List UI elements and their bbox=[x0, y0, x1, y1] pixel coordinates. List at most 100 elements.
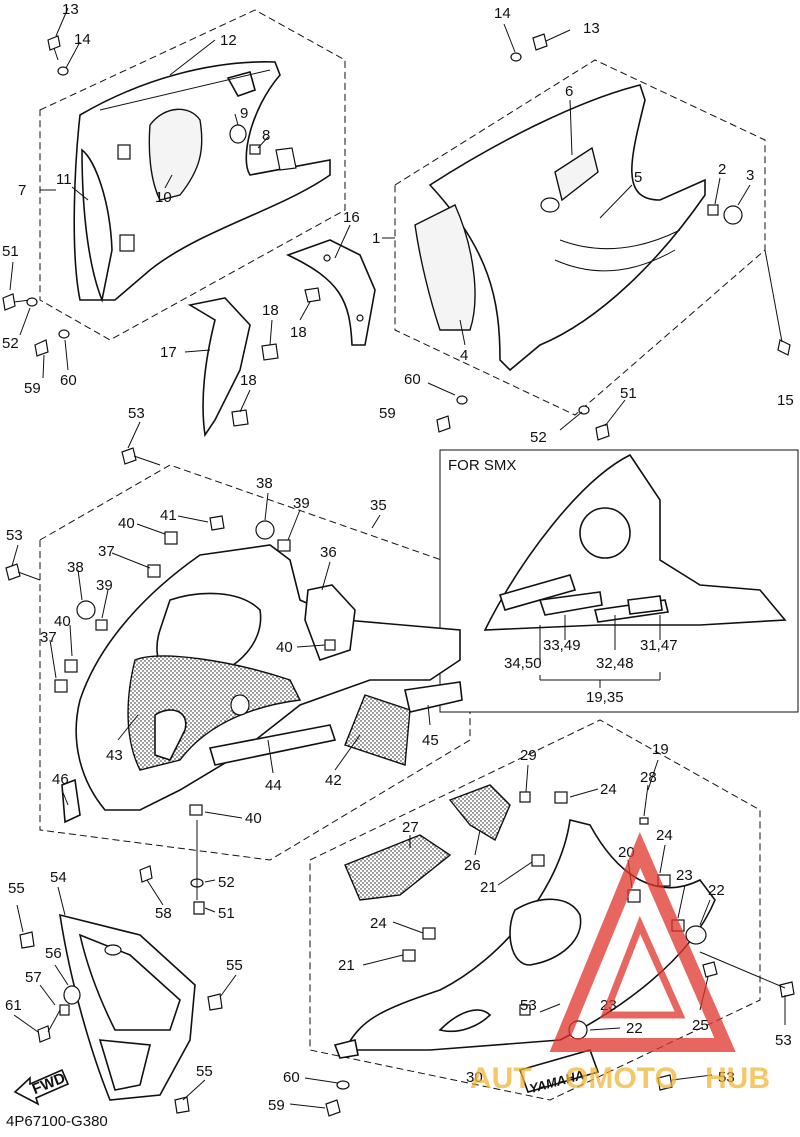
callout-33-49: 33,49 bbox=[543, 637, 581, 654]
callout-32-48: 32,48 bbox=[596, 655, 634, 672]
bolt-13a bbox=[47, 35, 69, 76]
callout-4: 4 bbox=[460, 347, 468, 364]
callout-51: 51 bbox=[218, 905, 235, 922]
hardware-2-3 bbox=[707, 204, 743, 225]
callout-21: 21 bbox=[338, 957, 355, 974]
callout-52: 52 bbox=[530, 429, 547, 446]
inset-title: FOR SMX bbox=[448, 457, 516, 474]
callout-52: 52 bbox=[218, 874, 235, 891]
callout-46: 46 bbox=[52, 771, 69, 788]
callout-13: 13 bbox=[583, 20, 600, 37]
callout-53: 53 bbox=[520, 997, 537, 1014]
diagram-code: 4P67100-G380 bbox=[6, 1113, 108, 1130]
callout-23: 23 bbox=[676, 867, 693, 884]
callout-12: 12 bbox=[220, 32, 237, 49]
assembly-box-lower-cowl bbox=[309, 719, 761, 1101]
callout-1: 1 bbox=[372, 230, 380, 247]
callout-8: 8 bbox=[262, 127, 270, 144]
callout-39: 39 bbox=[96, 577, 113, 594]
callout-35: 35 bbox=[370, 497, 387, 514]
bolt-13b-14b bbox=[510, 29, 571, 62]
callout-7: 7 bbox=[18, 182, 26, 199]
fwd-arrow: FWD bbox=[13, 1068, 70, 1106]
callout-5: 5 bbox=[634, 169, 642, 186]
part-16-bracket bbox=[285, 239, 376, 346]
callout-53: 53 bbox=[6, 527, 23, 544]
callout-17: 17 bbox=[160, 344, 177, 361]
callout-24: 24 bbox=[370, 915, 387, 932]
callout-14: 14 bbox=[74, 31, 91, 48]
callout-9: 9 bbox=[240, 105, 248, 122]
callout-10: 10 bbox=[155, 189, 172, 206]
watermark-prefix: AUT bbox=[470, 1062, 532, 1095]
hardware-9-8 bbox=[229, 124, 297, 171]
bolt-15 bbox=[764, 249, 791, 356]
callout-30: 30 bbox=[466, 1069, 483, 1086]
callout-43: 43 bbox=[106, 747, 123, 764]
callout-19-35: 19,35 bbox=[586, 689, 624, 706]
callout-2: 2 bbox=[718, 161, 726, 178]
callout-59: 59 bbox=[24, 380, 41, 397]
hardware-52-58-51-mid bbox=[139, 820, 205, 915]
watermark-logo: AUT OMOTO HUB bbox=[470, 832, 770, 1095]
callout-19: 19 bbox=[652, 741, 669, 758]
bolt-59c-60c bbox=[325, 1080, 350, 1117]
callout-61: 61 bbox=[5, 997, 22, 1014]
callout-55: 55 bbox=[196, 1063, 213, 1080]
callout-31-47: 31,47 bbox=[640, 637, 678, 654]
callout-40: 40 bbox=[245, 810, 262, 827]
callout-40: 40 bbox=[118, 515, 135, 532]
callout-53: 53 bbox=[718, 1069, 735, 1086]
callout-25: 25 bbox=[692, 1017, 709, 1034]
callout-16: 16 bbox=[343, 209, 360, 226]
inner-panel-54 bbox=[19, 913, 223, 1114]
callout-18: 18 bbox=[240, 372, 257, 389]
callout-36: 36 bbox=[320, 544, 337, 561]
callout-53: 53 bbox=[775, 1032, 792, 1049]
callout-45: 45 bbox=[422, 732, 439, 749]
callout-40: 40 bbox=[276, 639, 293, 656]
assembly-box-side-cowl-left bbox=[39, 9, 346, 341]
callout-59: 59 bbox=[379, 405, 396, 422]
callout-26: 26 bbox=[464, 857, 481, 874]
callout-40: 40 bbox=[54, 613, 71, 630]
callout-55: 55 bbox=[8, 880, 25, 897]
callout-58: 58 bbox=[155, 905, 172, 922]
callout-37: 37 bbox=[40, 629, 57, 646]
callout-37: 37 bbox=[98, 543, 115, 560]
callout-56: 56 bbox=[45, 945, 62, 962]
bolt-51-52-59-60-left bbox=[2, 293, 70, 357]
part-17-panel bbox=[187, 297, 251, 438]
side-cowl-left bbox=[73, 61, 331, 303]
hardware-38-39-41 bbox=[76, 515, 291, 716]
callout-54: 54 bbox=[50, 869, 67, 886]
leader-lines bbox=[9, 7, 786, 1109]
watermark-middle: OMOTO bbox=[565, 1062, 678, 1095]
callout-24: 24 bbox=[600, 781, 617, 798]
callout-42: 42 bbox=[325, 772, 342, 789]
callout-59: 59 bbox=[268, 1097, 285, 1114]
callout-13: 13 bbox=[62, 1, 79, 18]
callout-52: 52 bbox=[2, 335, 19, 352]
callout-21: 21 bbox=[480, 879, 497, 896]
callout-11: 11 bbox=[56, 171, 72, 188]
callout-24: 24 bbox=[656, 827, 673, 844]
callout-15: 15 bbox=[777, 392, 794, 409]
callout-27: 27 bbox=[402, 819, 419, 836]
callout-39: 39 bbox=[293, 495, 310, 512]
callout-14: 14 bbox=[494, 5, 511, 22]
callout-28: 28 bbox=[640, 769, 657, 786]
callout-55: 55 bbox=[226, 957, 243, 974]
callout-22: 22 bbox=[708, 882, 725, 899]
callout-34-50: 34,50 bbox=[504, 655, 542, 672]
smx-inset-cowl bbox=[483, 453, 787, 688]
callout-44: 44 bbox=[265, 777, 282, 794]
callout-57: 57 bbox=[25, 969, 42, 986]
callout-53: 53 bbox=[128, 405, 145, 422]
callout-41: 41 bbox=[160, 507, 177, 524]
callout-18: 18 bbox=[262, 302, 279, 319]
callout-18: 18 bbox=[290, 324, 307, 341]
callout-51: 51 bbox=[2, 243, 19, 260]
callout-38: 38 bbox=[256, 475, 273, 492]
